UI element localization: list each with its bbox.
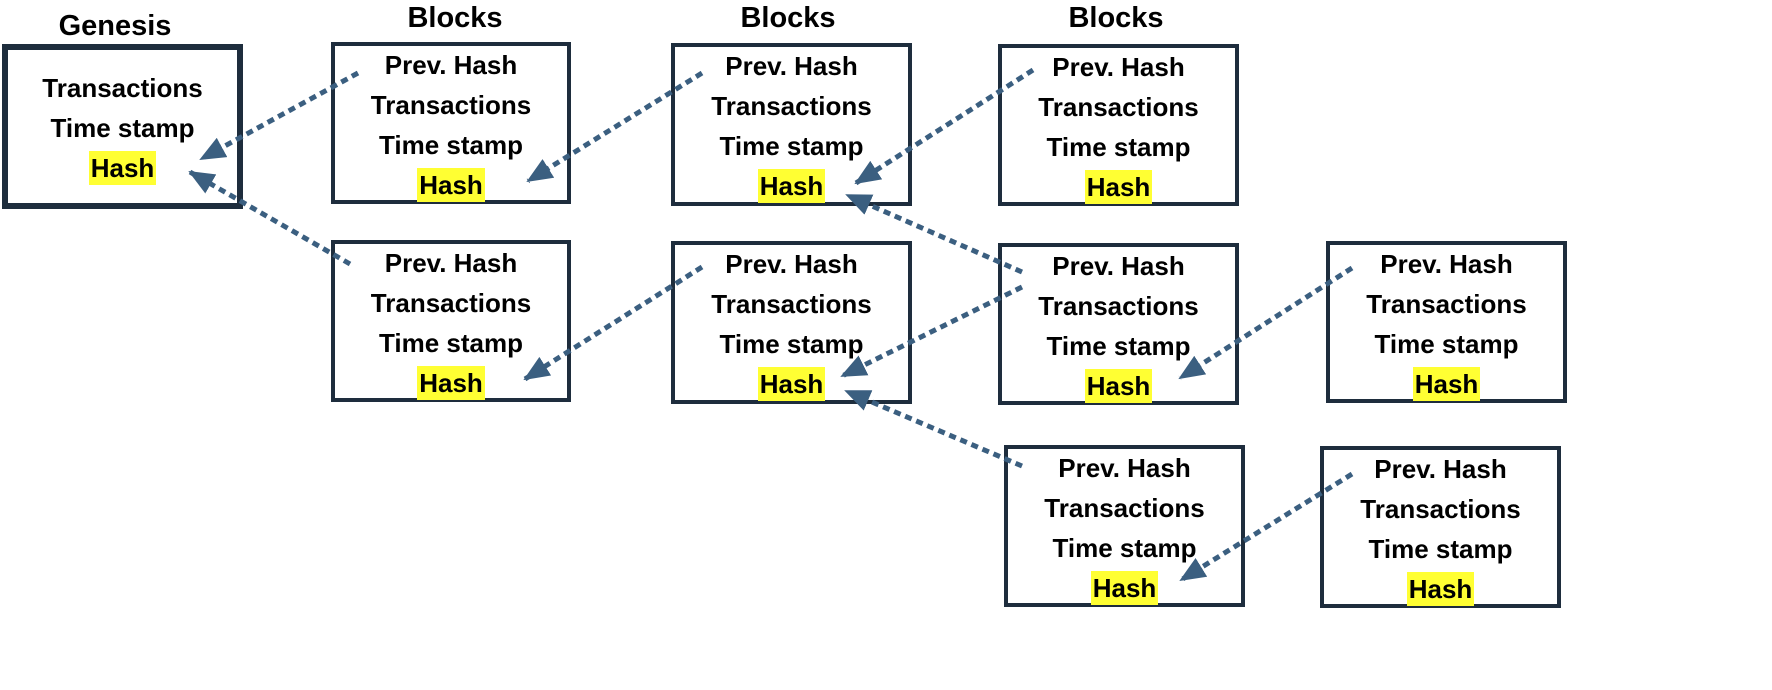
transactions-label: Transactions [1366,288,1527,319]
block: Prev. Hash Transactions Time stamp Hash [998,243,1239,405]
prev-hash-label: Prev. Hash [725,51,858,81]
transactions-label: Transactions [1360,493,1521,524]
hash-label: Hash [757,169,826,203]
time-stamp-label: Time stamp [378,327,523,358]
time-stamp-label: Time stamp [1374,328,1519,359]
hash-label: Hash [1084,368,1153,403]
block: Prev. Hash Transactions Time stamp Hash [1326,241,1567,403]
transactions-label: Transactions [42,73,203,103]
hash-label: Hash [417,365,485,400]
prev-hash-label: Prev. Hash [1058,452,1191,483]
hash-label: Hash [417,167,485,202]
time-stamp-label: Time stamp [719,131,864,161]
hash-label: Hash [1412,366,1481,401]
transactions-label: Transactions [711,289,872,319]
hash-label: Hash [1090,570,1159,605]
prev-hash-label: Prev. Hash [1374,453,1507,484]
transactions-label: Transactions [711,91,872,121]
time-stamp-label: Time stamp [1046,330,1191,361]
transactions-label: Transactions [370,287,532,318]
time-stamp-label: Time stamp [50,113,195,143]
hash-label: Hash [1406,571,1475,606]
transactions-label: Transactions [1038,91,1199,122]
hash-label: Hash [88,151,157,185]
genesis-block: Transactions Time stamp Hash [2,44,243,209]
time-stamp-label: Time stamp [1046,131,1191,162]
transactions-label: Transactions [370,89,532,120]
block: Prev. Hash Transactions Time stamp Hash [1004,445,1245,607]
block: Prev. Hash Transactions Time stamp Hash [998,44,1239,206]
prev-hash-label: Prev. Hash [1052,250,1185,281]
hash-label: Hash [757,367,826,401]
block: Prev. Hash Transactions Time stamp Hash [331,240,571,402]
prev-hash-label: Prev. Hash [1380,248,1513,279]
transactions-label: Transactions [1044,492,1205,523]
prev-hash-label: Prev. Hash [384,247,518,278]
prev-hash-label: Prev. Hash [384,49,518,80]
block: Prev. Hash Transactions Time stamp Hash [671,241,912,404]
blocks-header-3: Blocks [1068,2,1164,34]
time-stamp-label: Time stamp [1052,532,1197,563]
time-stamp-label: Time stamp [378,129,523,160]
transactions-label: Transactions [1038,290,1199,321]
block: Prev. Hash Transactions Time stamp Hash [331,42,571,204]
time-stamp-label: Time stamp [719,329,864,359]
block: Prev. Hash Transactions Time stamp Hash [671,43,912,206]
genesis-header: Genesis [58,10,172,42]
time-stamp-label: Time stamp [1368,533,1513,564]
prev-hash-label: Prev. Hash [725,249,858,279]
prev-hash-label: Prev. Hash [1052,51,1185,82]
blocks-header-2: Blocks [740,2,836,34]
blocks-header-1: Blocks [407,2,503,34]
hash-label: Hash [1084,169,1153,204]
block: Prev. Hash Transactions Time stamp Hash [1320,446,1561,608]
